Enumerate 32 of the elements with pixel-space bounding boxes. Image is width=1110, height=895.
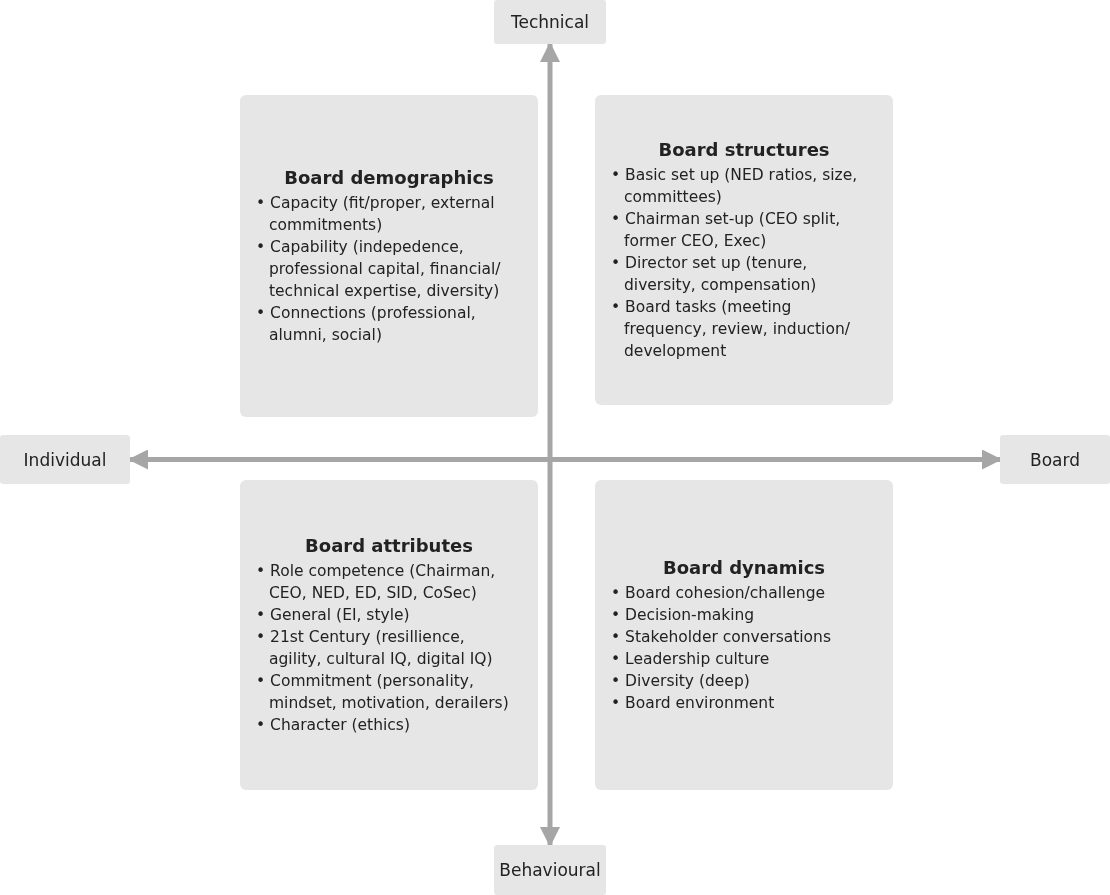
double-arrow: [128, 449, 1002, 470]
bullet-item: • 21st Century (resillience, agility, cultural IQ, digital IQ): [256, 626, 494, 670]
bullet-item: • Connections (professional, alumni, social): [256, 302, 477, 346]
quadrant-card: [595, 95, 893, 405]
bullet-item: • Stakeholder conversations: [611, 626, 832, 648]
quadrant-card: [595, 480, 893, 790]
bullet-item: • General (EI, style): [256, 604, 411, 626]
bullet-item: • Role competence (Chairman, CEO, NED, ED, SID, CoSec): [256, 560, 497, 604]
bullet-item: • Board tasks (meeting frequency, review, induction/ development: [611, 296, 851, 362]
bullet-item: • Diversity (deep): [611, 670, 751, 692]
axis-label-box: Behavioural: [494, 845, 606, 895]
bullet-item: • Board environment: [611, 692, 776, 714]
quadrant-card: [240, 480, 538, 790]
card-heading: Board structures: [657, 138, 831, 160]
bullet-item: • Director set up (tenure, diversity, compensation): [611, 252, 818, 296]
bullet-item: • Decision-making: [611, 604, 756, 626]
bullet-item: • Character (ethics): [256, 714, 411, 736]
bullet-item: • Board cohesion/challenge: [611, 582, 827, 604]
card-heading: Board attributes: [304, 534, 474, 556]
card-heading: Board demographics: [283, 166, 495, 188]
axis-label-box: Individual: [0, 435, 130, 484]
axis-label-box: Board: [1000, 435, 1110, 484]
axis-label-box: Technical: [494, 0, 606, 44]
double-arrow: [540, 42, 560, 847]
bullet-item: • Commitment (personality, mindset, motivation, derailers): [256, 670, 510, 714]
bullet-item: • Capability (indepedence, professional capital, financial/ technical expertise, diversity): [256, 236, 502, 302]
card-heading: Board dynamics: [661, 556, 827, 578]
bullet-item: • Chairman set-up (CEO split, former CEO, Exec): [611, 208, 842, 252]
bullet-item: • Leadership culture: [611, 648, 771, 670]
bullet-item: • Basic set up (NED ratios, size, committees): [611, 164, 859, 208]
quadrant-card: [240, 95, 538, 417]
bullet-item: • Capacity (fit/proper, external commitments): [256, 192, 496, 236]
